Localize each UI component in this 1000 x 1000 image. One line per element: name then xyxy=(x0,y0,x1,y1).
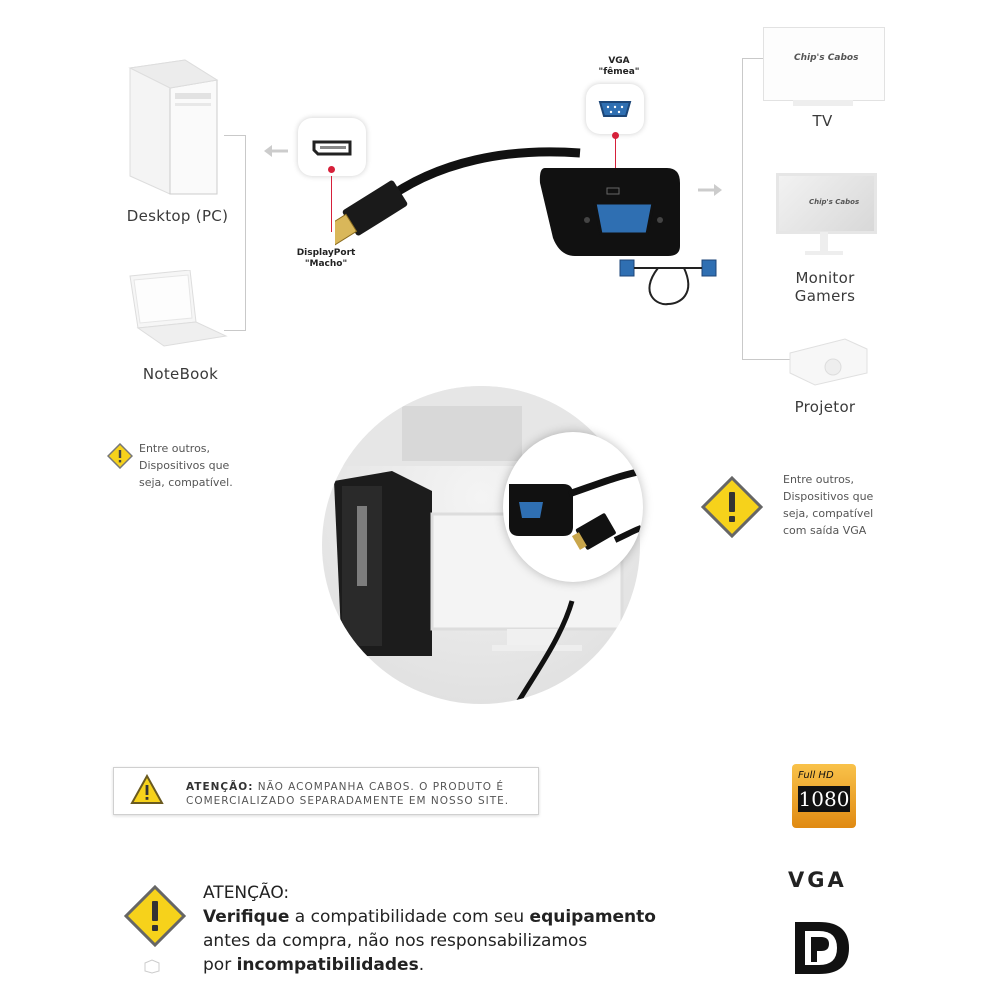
warning-line-3: por incompatibilidades. xyxy=(203,953,703,977)
fullhd-badge-number: 1080 xyxy=(798,786,850,812)
warning-text-3: por xyxy=(203,955,237,975)
desktop-pc-image xyxy=(128,59,219,195)
tv-brand-text: Chip's Cabos xyxy=(794,53,859,63)
monitor-brand-text: Chip's Cabos xyxy=(809,198,860,206)
warning-line-1: Verifique a compatibilidade com seu equi… xyxy=(203,905,703,929)
cables-notice-box: Atenção: Não acompanha cabos. O produto … xyxy=(113,767,539,815)
connector-line xyxy=(245,135,246,331)
note-line: Dispositivos que xyxy=(139,459,230,472)
warning-icon xyxy=(700,475,764,539)
connector-line xyxy=(742,58,764,59)
monitor-label-line: Monitor xyxy=(795,269,855,287)
right-devices-note: Entre outros, Dispositivos que seja, com… xyxy=(783,471,903,539)
vga-port-callout xyxy=(586,84,644,134)
warning-bold-2: equipamento xyxy=(529,907,656,927)
note-line: Entre outros, xyxy=(139,442,211,455)
monitor-image: Chip's Cabos xyxy=(776,173,877,234)
box-icon xyxy=(144,959,160,974)
tv-stand xyxy=(793,100,853,106)
warning-text-1: a compatibilidade com seu xyxy=(289,907,530,927)
notebook-label: NoteBook xyxy=(142,365,219,383)
tv-label: TV xyxy=(812,112,833,130)
warning-text-3-end: . xyxy=(418,955,425,975)
warning-triangle-icon xyxy=(130,774,164,804)
adapter-closeup-inset xyxy=(503,432,643,582)
displayport-port-icon xyxy=(312,140,352,156)
projector-label: Projetor xyxy=(794,398,856,416)
vga-logo: VGA xyxy=(788,868,847,892)
vga-pointer-line xyxy=(615,134,616,190)
vga-pointer-dot xyxy=(612,132,619,139)
note-line: Dispositivos que xyxy=(783,490,874,503)
notice-bold: Atenção: xyxy=(186,781,254,793)
connector-line xyxy=(224,330,246,331)
adapter-closeup-image xyxy=(509,468,643,550)
projector-image xyxy=(789,338,868,386)
vga-label-line: "fêmea" xyxy=(598,67,640,77)
fullhd-badge-top: Full HD xyxy=(798,770,834,781)
notebook-image xyxy=(129,270,228,347)
desktop-label: Desktop (PC) xyxy=(126,207,229,225)
warning-icon xyxy=(107,443,133,469)
dp-pointer-line xyxy=(331,176,332,232)
warning-bold-3: incompatibilidades xyxy=(236,955,419,975)
monitor-label: Monitor Gamers xyxy=(780,269,870,305)
connector-line xyxy=(742,58,743,360)
dp-label-line: DisplayPort xyxy=(296,248,356,258)
fullhd-badge: Full HD 1080 xyxy=(792,764,856,828)
warning-line-2: antes da compra, não nos responsabilizam… xyxy=(203,931,588,951)
note-line: seja, compatível xyxy=(783,507,874,520)
monitor-base xyxy=(805,251,843,255)
left-devices-note: Entre outros, Dispositivos que seja, com… xyxy=(139,440,259,491)
monitor-label-line: Gamers xyxy=(794,287,856,305)
cables-notice-text: Atenção: Não acompanha cabos. O produto … xyxy=(186,780,526,808)
displayport-label: DisplayPort "Macho" xyxy=(290,248,362,270)
warning-title: ATENÇÃO: xyxy=(203,883,290,903)
arrow-right-icon xyxy=(698,184,722,196)
displayport-logo-icon xyxy=(795,922,849,974)
connector-line xyxy=(224,135,246,136)
arrow-left-icon xyxy=(264,145,288,157)
note-line: seja, compatível. xyxy=(139,476,233,489)
adapter-image xyxy=(335,147,680,256)
notice-text: Não acompanha cabos. O produto é comerci… xyxy=(186,781,510,807)
note-line: com saída VGA xyxy=(783,524,867,537)
tv-image: Chip's Cabos xyxy=(763,27,885,101)
compatibility-warning: ATENÇÃO: Verifique a compatibilidade com… xyxy=(203,881,703,977)
note-line: Entre outros, xyxy=(783,473,855,486)
vga-cable-icon xyxy=(619,259,717,306)
connector-line xyxy=(742,359,790,360)
vga-port-icon xyxy=(598,101,632,117)
monitor-stand xyxy=(820,232,828,252)
warning-icon-large xyxy=(123,884,187,948)
dp-pointer-dot xyxy=(328,166,335,173)
warning-bold-1: Verifique xyxy=(203,907,290,927)
dp-label-line: "Macho" xyxy=(304,259,348,269)
vga-label-line: VGA xyxy=(608,56,630,66)
vga-label: VGA "fêmea" xyxy=(583,56,655,78)
